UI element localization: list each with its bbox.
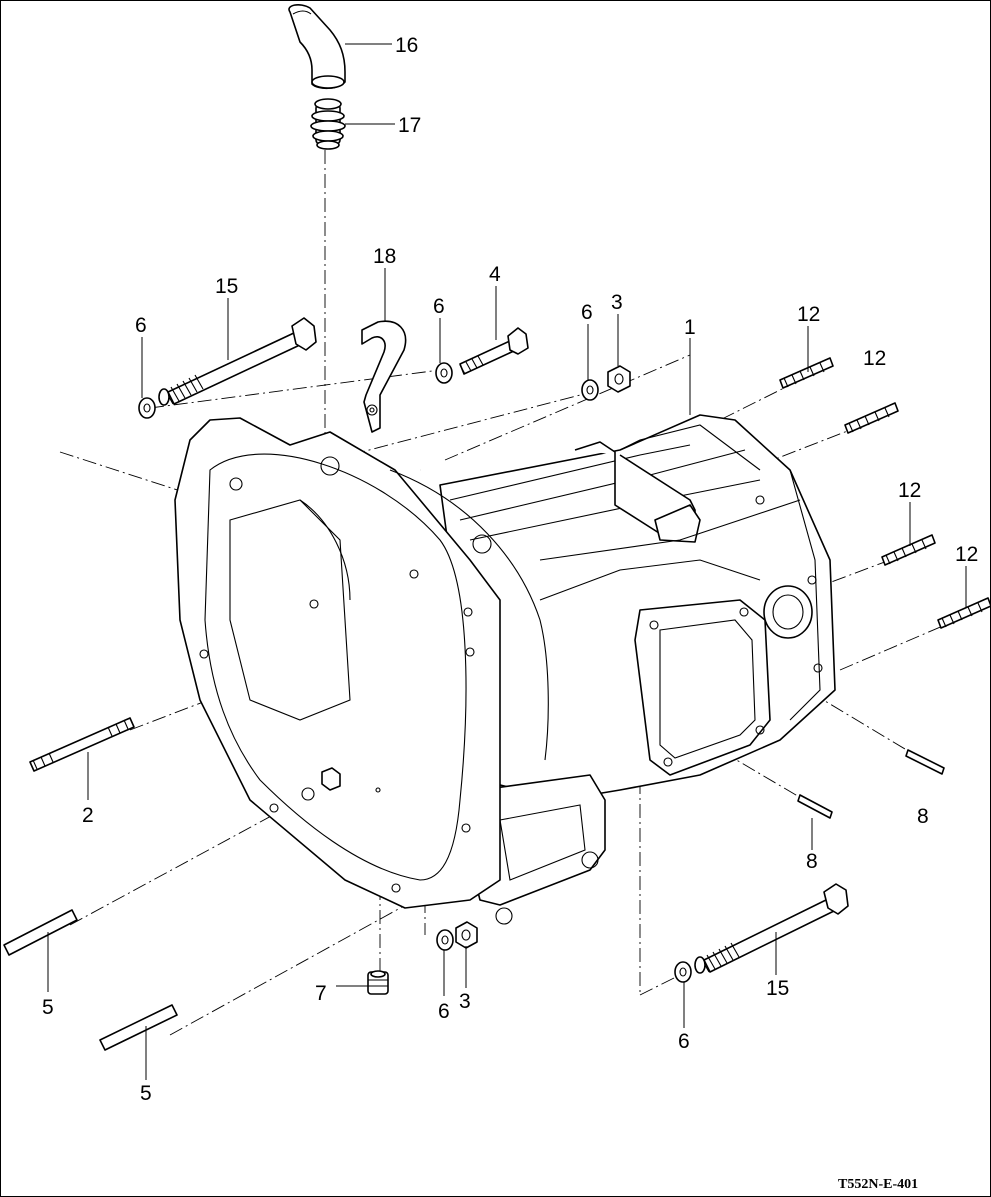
drawing-code: T552N-E-401 (838, 1177, 918, 1192)
callout-12-c: 12 (898, 479, 921, 502)
leader-lines (47, 43, 967, 1080)
callout-15-lower: 15 (766, 977, 789, 1000)
pins-8 (797, 749, 945, 819)
front-flange (174, 417, 549, 909)
breather-plug (310, 98, 346, 150)
callout-5-upper: 5 (42, 996, 54, 1019)
callout-labels: 16 17 18 15 6 6 4 6 3 1 12 12 12 12 2 8 … (42, 34, 978, 1192)
callout-8-left: 8 (806, 850, 818, 873)
drain-plug-7 (367, 970, 389, 995)
transmission-housing (439, 414, 836, 925)
callout-3-upper: 3 (611, 291, 623, 314)
studs-12 (779, 357, 991, 629)
callout-18: 18 (373, 245, 396, 268)
callout-17: 17 (398, 114, 421, 137)
callout-7: 7 (315, 982, 327, 1005)
callout-6-left: 6 (135, 314, 147, 337)
callout-12-d: 12 (955, 543, 978, 566)
callout-6-right: 6 (581, 301, 593, 324)
callout-1: 1 (684, 316, 696, 339)
callout-8-right: 8 (917, 805, 929, 828)
callout-2: 2 (82, 804, 94, 827)
callout-3-lower: 3 (459, 990, 471, 1013)
callout-12-a: 12 (797, 303, 820, 326)
bolt-15-lower (694, 883, 849, 974)
stud-2 (29, 717, 135, 772)
callout-6-lower: 6 (438, 1000, 450, 1023)
callout-12-b: 12 (863, 347, 886, 370)
pins-5 (3, 909, 178, 1051)
harness-clip (361, 320, 407, 433)
bolt-15-upper (158, 317, 317, 406)
callout-16: 16 (395, 34, 418, 57)
washers-and-nuts (138, 362, 692, 983)
callout-5-lower: 5 (140, 1082, 152, 1105)
callout-6-bolt4: 6 (433, 295, 445, 318)
callout-4: 4 (489, 263, 501, 286)
callout-15-upper: 15 (215, 275, 238, 298)
breather-hose (288, 3, 346, 90)
callout-6-bottom: 6 (678, 1030, 690, 1053)
bolt-4 (459, 327, 529, 375)
